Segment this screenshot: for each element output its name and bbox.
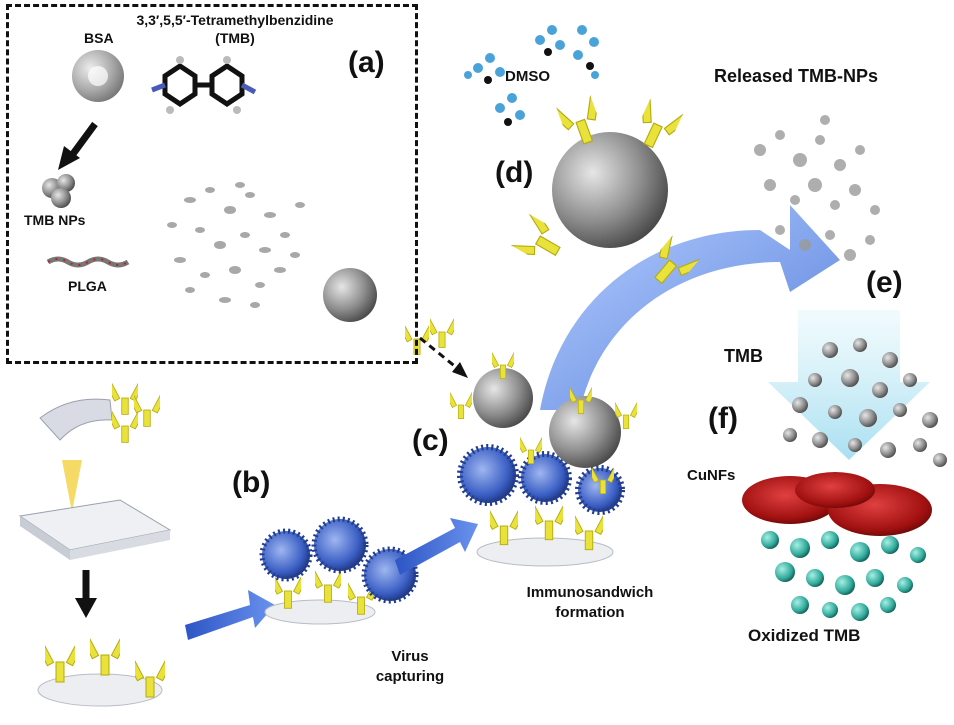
panel-label-a: (a) [348,46,385,79]
pipette-icon [39,398,113,512]
base-plate-1 [37,673,163,707]
tmb-np-icon [42,174,75,208]
label-tmb-full-2: (TMB) [215,30,255,46]
released-np-cloud [754,115,880,261]
antibody-icon [90,635,120,676]
down-arrow [75,570,97,618]
label-cunfs: CuNFs [687,467,736,484]
label-dmso: DMSO [505,68,550,85]
plga-nanoparticle-icon [323,268,377,322]
plga-chain-icon [46,256,130,268]
flow-arrow-icon [540,205,840,410]
label-bsa: BSA [84,30,114,46]
antibody-icon [535,502,563,541]
antibody-icon [315,568,341,603]
cu-nanoflower-icon [742,472,932,536]
label-immuno-1: Immunosandwich [526,584,654,601]
base-plate-2 [264,599,376,625]
flow-arrow-1 [185,590,275,640]
oxidized-tmb-icon [761,531,926,621]
dashed-arrow [419,336,468,378]
panel-label-d: (d) [495,156,534,189]
label-released: Released TMB-NPs [714,66,879,86]
synthesis-arrow [58,121,98,170]
nanoparticle-cloud-icon [167,182,305,308]
label-tmb: TMB [724,346,763,366]
virus-icon [259,516,419,604]
tmb-molecule-icon [151,56,257,114]
bsa-protein-icon [72,50,124,102]
label-tmb-nps: TMB NPs [24,212,86,228]
panel-label-b: (b) [232,466,271,499]
label-virus-1: Virus [391,648,429,665]
label-plga: PLGA [68,278,107,294]
plga-nanoparticle-large [507,91,703,294]
flow-arrow-2 [395,518,478,575]
panel-a-box [6,4,418,364]
dmso-molecule-icon [464,25,599,126]
panel-label-f: (f) [708,402,738,435]
label-tmb-full-1: 3,3′,5,5′-Tetramethylbenzidine [136,12,334,28]
label-virus-2: capturing [375,668,445,685]
panel-label-e: (e) [866,266,903,299]
virus-icon [457,444,625,515]
label-oxidized-tmb: Oxidized TMB [748,626,861,645]
well-plate-icon [18,499,172,560]
tmb-particles [783,338,947,467]
panel-label-c: (c) [412,424,449,457]
plga-nanoparticle-icon [473,368,621,468]
label-immuno-2: formation [555,604,625,621]
